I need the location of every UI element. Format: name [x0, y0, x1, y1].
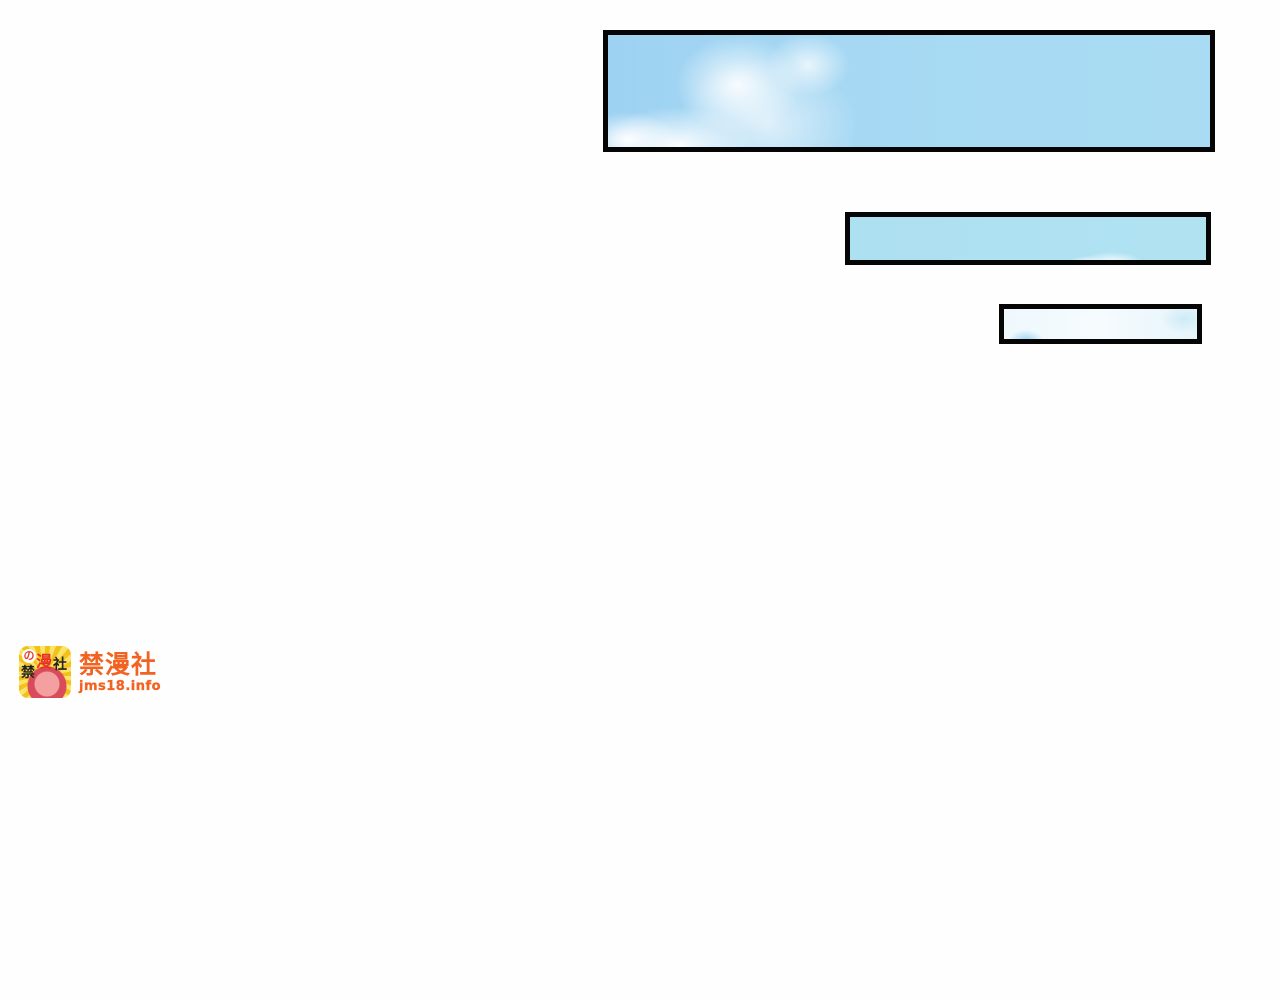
app-logo-icon: の 禁 漫 社: [19, 646, 71, 698]
watermark-url: jms18.info: [79, 678, 162, 694]
logo-no-char: の: [22, 649, 36, 663]
logo-ban-char: 禁: [21, 665, 35, 681]
watermark-text: 禁漫社 jms18.info: [79, 649, 162, 694]
watermark-logo: の 禁 漫 社 禁漫社 jms18.info: [19, 646, 161, 698]
comic-panel-sky-2: [845, 212, 1211, 265]
watermark-title: 禁漫社: [79, 649, 158, 679]
comic-panel-sky-1: [603, 30, 1215, 152]
logo-man-char: 漫: [36, 652, 53, 671]
logo-she-char: 社: [53, 657, 67, 673]
comic-panel-sky-3: [999, 304, 1202, 344]
